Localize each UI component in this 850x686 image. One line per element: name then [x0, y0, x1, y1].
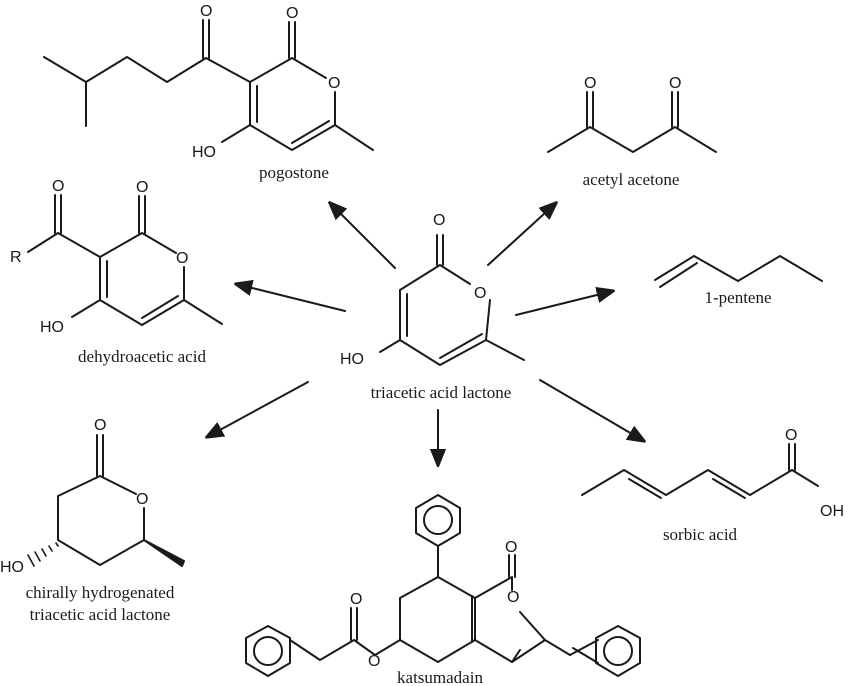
dehydroacetic-acid-name-label: dehydroacetic acid	[78, 347, 206, 366]
pogostone-atom-o2: O	[286, 5, 298, 22]
dehydroacetic-acid-structure: R O O O HO	[10, 178, 223, 336]
acetyl-acetone-atom-o2: O	[669, 75, 681, 92]
pentene-name-label: 1-pentene	[704, 288, 771, 307]
dehydroacetic-atom-o-ring: O	[176, 250, 188, 267]
pentene-structure	[654, 255, 823, 288]
atom-o-carbonyl: O	[433, 212, 445, 229]
arrow-to-pentene	[515, 291, 613, 316]
arrow-to-sorbic-acid	[539, 379, 644, 441]
acetyl-acetone-structure: O O	[547, 75, 717, 153]
acetyl-acetone-atom-o1: O	[584, 75, 596, 92]
pogostone-atom-o1: O	[200, 3, 212, 20]
katsumadain-structure: O O O O	[245, 494, 641, 677]
dehydroacetic-atom-hydroxyl: HO	[40, 319, 64, 336]
sorbic-acid-atom-hydroxyl: OH	[820, 503, 844, 520]
hydrogenated-lactone-structure: O O HO	[0, 417, 185, 576]
arrow-to-hydrogenated-lactone	[207, 381, 309, 437]
hydrogenated-atom-o-ring: O	[136, 491, 148, 508]
acetyl-acetone-name-label: acetyl acetone	[583, 170, 680, 189]
sorbic-acid-name-label: sorbic acid	[663, 525, 738, 544]
hydrogenated-name-line2: triacetic acid lactone	[30, 605, 171, 624]
dehydroacetic-atom-o2: O	[136, 179, 148, 196]
arrow-to-pogostone	[330, 203, 396, 269]
atom-o-ring: O	[474, 285, 486, 302]
hydrogenated-name-line1: chirally hydrogenated	[26, 583, 175, 602]
katsumadain-name-label: katsumadain	[397, 668, 483, 686]
dehydroacetic-atom-r: R	[10, 249, 22, 266]
pogostone-atom-o-ring: O	[328, 75, 340, 92]
hashed-wedge-bond	[27, 542, 59, 567]
arrow-to-dehydroacetic-acid	[236, 284, 346, 312]
triacetic-acid-lactone-structure: O O HO	[340, 212, 525, 368]
katsumadain-atom-o1: O	[505, 539, 517, 556]
pogostone-name-label: pogostone	[259, 163, 329, 182]
sorbic-acid-atom-o1: O	[785, 427, 797, 444]
dehydroacetic-atom-o1: O	[52, 178, 64, 195]
katsumadain-atom-o-ring: O	[507, 589, 519, 606]
katsumadain-atom-o2: O	[350, 591, 362, 608]
atom-hydroxyl: HO	[340, 351, 364, 368]
hydrogenated-atom-o1: O	[94, 417, 106, 434]
katsumadain-atom-o-pyran: O	[368, 653, 380, 670]
center-name-label: triacetic acid lactone	[371, 383, 512, 402]
sorbic-acid-structure: O OH	[581, 427, 844, 520]
arrow-to-acetyl-acetone	[487, 203, 556, 266]
pogostone-structure: O O O HO	[43, 3, 374, 161]
hydrogenated-atom-hydroxyl: HO	[0, 559, 24, 576]
pogostone-atom-hydroxyl: HO	[192, 144, 216, 161]
